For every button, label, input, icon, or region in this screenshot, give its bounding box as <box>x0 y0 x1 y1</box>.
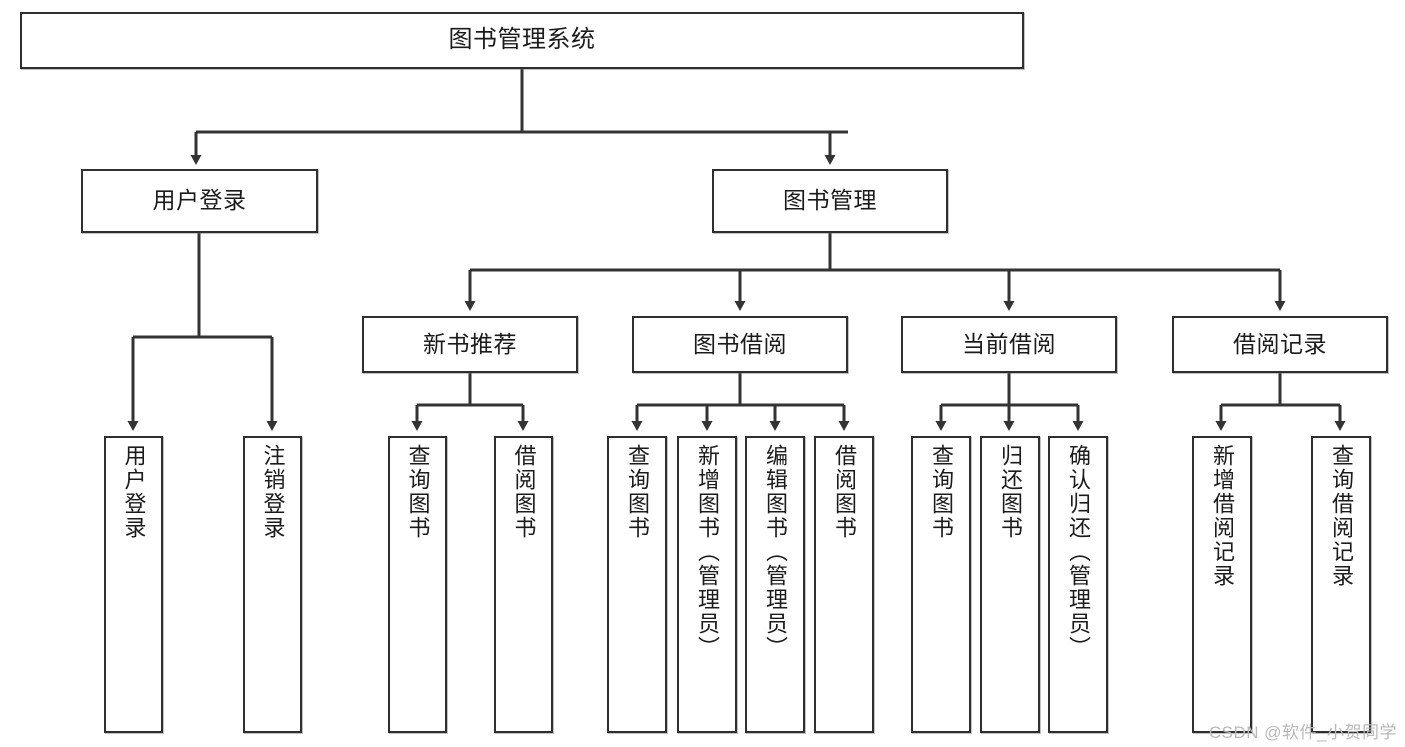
leaf-user-login-logout[interactable]: 注销登录 <box>243 436 302 733</box>
node-label: 确认归还（管理员） <box>1066 444 1091 660</box>
leaf-borrow-add-book[interactable]: 新增图书（管理员） <box>677 436 737 733</box>
leaf-borrow-borrow-book[interactable]: 借阅图书 <box>814 436 874 733</box>
leaf-new-book-borrow[interactable]: 借阅图书 <box>494 436 553 733</box>
node-label: 查询图书 <box>625 444 650 540</box>
node-label: 借阅记录 <box>1233 330 1327 357</box>
leaf-borrow-edit-book[interactable]: 编辑图书（管理员） <box>745 436 805 733</box>
node-book-management[interactable]: 图书管理 <box>712 169 948 233</box>
node-borrow-records[interactable]: 借阅记录 <box>1172 316 1388 373</box>
node-new-book-recommend[interactable]: 新书推荐 <box>362 316 578 373</box>
csdn-watermark: CSDN @软件_小贺同学 <box>1208 723 1397 742</box>
node-label: 编辑图书（管理员） <box>763 444 788 660</box>
node-label: 归还图书 <box>998 444 1023 540</box>
node-label: 用户登录 <box>152 187 247 214</box>
node-label: 新书推荐 <box>423 330 517 357</box>
node-label: 查询图书 <box>405 444 431 540</box>
leaf-records-query[interactable]: 查询借阅记录 <box>1311 436 1371 733</box>
node-label: 用户登录 <box>121 444 147 540</box>
node-label: 借阅图书 <box>511 444 537 540</box>
leaf-records-add[interactable]: 新增借阅记录 <box>1192 436 1252 733</box>
leaf-user-login-login[interactable]: 用户登录 <box>104 436 163 733</box>
leaf-current-confirm-return[interactable]: 确认归还（管理员） <box>1048 436 1108 733</box>
node-user-login[interactable]: 用户登录 <box>81 169 318 233</box>
node-label: 图书管理系统 <box>448 26 596 54</box>
node-label: 新增借阅记录 <box>1210 444 1235 588</box>
node-label: 查询图书 <box>929 444 954 540</box>
leaf-new-book-query[interactable]: 查询图书 <box>388 436 447 733</box>
node-label: 新增图书（管理员） <box>695 444 720 660</box>
node-label: 注销登录 <box>260 444 286 540</box>
node-label: 当前借阅 <box>962 330 1056 357</box>
node-label: 借阅图书 <box>832 444 857 540</box>
node-current-borrow[interactable]: 当前借阅 <box>901 316 1117 373</box>
leaf-current-return[interactable]: 归还图书 <box>980 436 1040 733</box>
leaf-current-query[interactable]: 查询图书 <box>911 436 971 733</box>
node-label: 图书借阅 <box>693 330 787 357</box>
node-book-borrow[interactable]: 图书借阅 <box>632 316 848 373</box>
node-label: 查询借阅记录 <box>1329 444 1354 588</box>
node-root-system[interactable]: 图书管理系统 <box>20 12 1024 69</box>
leaf-borrow-query[interactable]: 查询图书 <box>607 436 667 733</box>
node-label: 图书管理 <box>783 187 877 214</box>
